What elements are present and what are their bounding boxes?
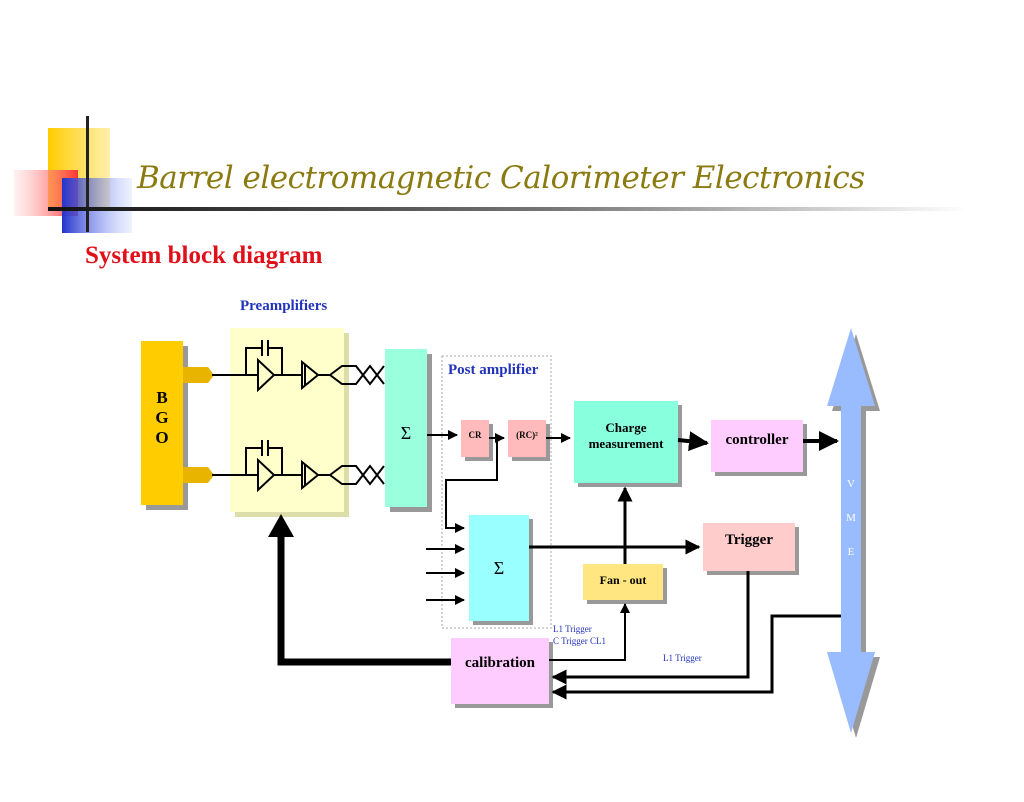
trigger-block	[703, 523, 799, 575]
sigma-top-symbol: Σ	[400, 422, 412, 443]
bgo-letter-g: G	[155, 408, 169, 427]
slide-subtitle: System block diagram	[85, 242, 323, 269]
post-amplifier-frame	[441, 355, 552, 629]
charge-label-line1: Charge	[605, 420, 647, 435]
sigma-top-block	[385, 349, 432, 512]
vme-bus	[827, 328, 880, 738]
cr-label: CR	[468, 430, 482, 440]
fanout-block	[583, 564, 667, 604]
controller-label: controller	[725, 431, 789, 448]
charge-measurement-block	[574, 401, 682, 487]
rc-label: (RC)²	[516, 430, 538, 440]
vme-letter-m: M	[846, 512, 856, 524]
bgo-letter-b: B	[156, 388, 168, 407]
bgo-letter-o: O	[155, 428, 169, 447]
bgo-block	[141, 341, 214, 510]
shaper-boxes	[461, 420, 550, 461]
slide-title: Barrel electromagnetic Calorimeter Elect…	[137, 160, 865, 196]
charge-label-line2: measurement	[588, 436, 664, 451]
sigma-bottom-block	[469, 515, 533, 625]
trigger-label: Trigger	[724, 531, 774, 548]
fanout-label: Fan - out	[599, 572, 647, 587]
calibration-label: calibration	[465, 654, 535, 671]
slide-decoration	[14, 116, 968, 233]
vme-letter-v: V	[847, 478, 855, 490]
l1-trigger-label-2: C Trigger CL1	[553, 636, 607, 646]
l1-trigger-label-right: L1 Trigger	[663, 653, 702, 663]
l1-trigger-label-1: L1 Trigger	[553, 624, 592, 634]
controller-block	[711, 420, 807, 476]
calibration-block	[451, 638, 553, 708]
vme-letter-e: E	[847, 546, 855, 558]
preamplifiers-label: Preamplifiers	[240, 298, 328, 314]
sigma-bottom-symbol: Σ	[493, 557, 505, 578]
post-amplifier-label: Post amplifier	[448, 362, 539, 378]
connections	[268, 430, 841, 700]
preamplifier-block	[212, 328, 385, 517]
